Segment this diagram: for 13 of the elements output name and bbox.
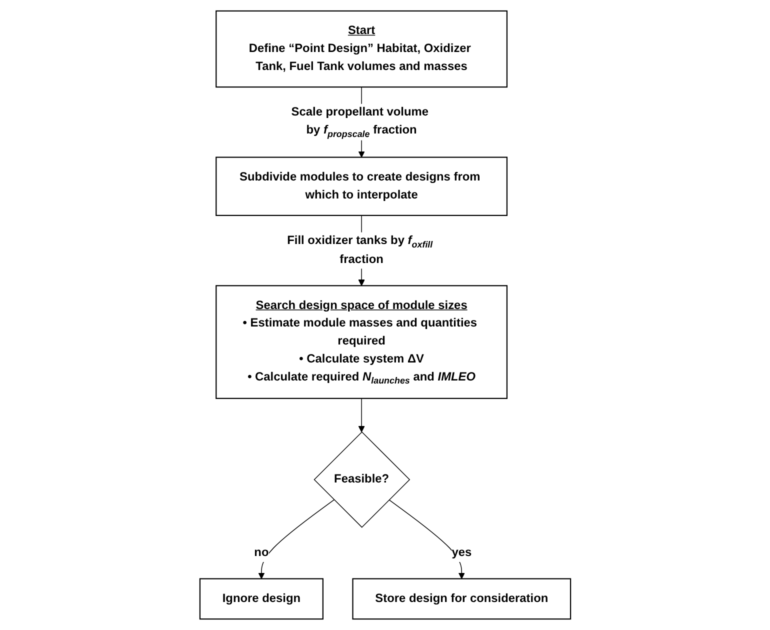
edge-label: Fill oxidizer tanks by f$_{oxfill}$ fraction xyxy=(286,234,432,266)
node-box: Ignore design xyxy=(199,578,324,620)
node-box: Subdivide modules to create designs from which to interpolate xyxy=(215,156,508,216)
arrow xyxy=(358,398,365,432)
node-diamond: Feasible? xyxy=(313,431,410,528)
edge-label: yes xyxy=(451,546,472,559)
edge-label: Scale propellant volume by f$_{propscale}$ fraction xyxy=(291,106,428,139)
node-box: Search design space of module sizes • Estimate module masses and quantities required • Calculate system ΔV • Calculate required N$_{launches}$ and IMLEO xyxy=(215,285,508,399)
arrow xyxy=(388,499,465,580)
node-box: Start Define “Point Design” Habitat, Oxidizer Tank, Fuel Tank volumes and masses xyxy=(215,10,508,88)
edge-label: no xyxy=(254,546,268,559)
arrow xyxy=(258,499,334,580)
node-box: Store design for consideration xyxy=(352,578,571,620)
